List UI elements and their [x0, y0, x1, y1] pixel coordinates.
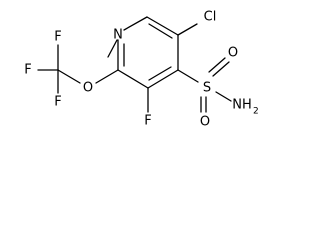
pyridine-ring — [107, 16, 179, 89]
atom-f-bottom: F — [54, 95, 61, 110]
bond-c3-c2 — [117, 69, 149, 89]
chemical-structure-diagram: N Cl F S O O NH 2 O F F F — [24, 10, 258, 130]
double-bond-c4-c3 — [148, 66, 172, 81]
atom-labels: N Cl F S O O NH 2 O F F F — [24, 10, 258, 130]
bond-c6-c5 — [146, 16, 179, 36]
bond-c2-o — [95, 69, 119, 84]
bond-c5-cl — [177, 23, 198, 36]
atom-o-upper: O — [228, 46, 238, 61]
bond-c4-c3 — [147, 69, 179, 89]
bond-n-c6 — [123, 16, 148, 31]
atom-cl: Cl — [204, 10, 217, 25]
atom-f-left: F — [24, 63, 31, 78]
atom-s: S — [203, 81, 211, 96]
bond-c4-s — [177, 69, 199, 83]
atom-o-lower: O — [200, 115, 210, 130]
bond-o-cf3 — [57, 69, 81, 84]
atom-nh2-subscript: 2 — [253, 107, 259, 117]
bond-s-n — [215, 91, 232, 102]
double-bond-c6-c5 — [148, 23, 173, 39]
bond-n-c2 — [107, 39, 118, 58]
atom-f-top: F — [54, 30, 61, 45]
atom-n-ring: N — [113, 28, 123, 43]
atom-f-ring: F — [144, 114, 151, 129]
substituent-bonds — [37, 23, 232, 113]
bond-s-o-upper-b — [208, 57, 226, 73]
atom-o-ether: O — [83, 81, 93, 96]
atom-nh2: NH — [232, 98, 252, 113]
bond-s-o-upper-a — [212, 61, 230, 77]
